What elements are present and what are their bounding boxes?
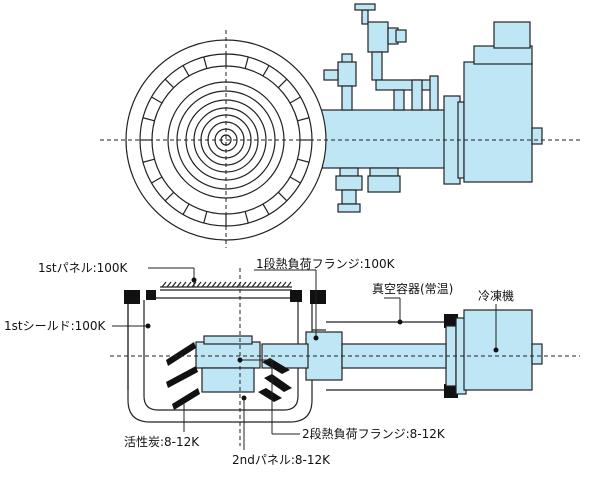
bottom-fittings xyxy=(335,167,401,213)
vessel-flange-left xyxy=(124,290,140,304)
panel-hatch-line xyxy=(241,281,247,288)
panel-hatch-line xyxy=(181,281,187,288)
refrigerator-flange-black-bottom xyxy=(444,384,458,398)
panel-hatch-line xyxy=(221,281,227,288)
label-first-panel: 1stパネル:100K xyxy=(38,261,129,275)
label-refrigerator: 冷凍機 xyxy=(478,288,514,303)
rim-tick xyxy=(142,117,155,122)
rim-tick xyxy=(244,211,249,224)
rim-tick xyxy=(262,65,270,77)
panel-hatch-line xyxy=(226,281,232,288)
top-view xyxy=(100,3,580,248)
panel-hatch-line xyxy=(176,281,182,288)
panel-hatch-line xyxy=(171,281,177,288)
rim-tick xyxy=(164,78,175,89)
rim-tick xyxy=(142,158,155,163)
rim-tick xyxy=(203,56,208,69)
panel-hatch-line xyxy=(206,281,212,288)
rim-tick xyxy=(277,191,288,202)
panel-hatch-line xyxy=(211,281,217,288)
label-first-stage-flange: 1段熱負荷フランジ:100K xyxy=(256,256,396,271)
panel-hatch-line xyxy=(201,281,207,288)
rim-tick xyxy=(182,65,190,77)
vacuum-vessel-outline xyxy=(127,300,313,423)
rim-tick xyxy=(289,96,301,104)
panel-hatch-line xyxy=(231,281,237,288)
rim-tick xyxy=(182,203,190,215)
rim-tick xyxy=(297,117,310,122)
panel-hatch-line xyxy=(251,281,257,288)
rim-tick xyxy=(203,211,208,224)
panel-hatch-line xyxy=(276,281,282,288)
rim-tick xyxy=(244,56,249,69)
label-second-panel: 2ndパネル:8-12K xyxy=(232,453,331,467)
top-valves xyxy=(323,3,439,111)
second-panel xyxy=(201,367,255,393)
panel-hatch-line xyxy=(246,281,252,288)
section-view xyxy=(110,267,580,450)
rim-tick xyxy=(164,191,175,202)
label-second-stage-flange: 2段熱負荷フランジ:8-12K xyxy=(302,426,446,441)
rim-tick xyxy=(151,176,163,184)
rim-tick xyxy=(297,158,310,163)
shield-flange-left xyxy=(146,290,156,300)
refrigerator-stub xyxy=(531,343,543,365)
rim-tick xyxy=(151,96,163,104)
label-vacuum-vessel: 真空容器(常温) xyxy=(372,281,453,296)
top-refrigerator-body xyxy=(463,61,533,183)
panel-hatch-line xyxy=(261,281,267,288)
panel-hatch-line xyxy=(161,281,167,288)
panel-hatch-line xyxy=(216,281,222,288)
panel-hatch-line xyxy=(186,281,192,288)
panel-hatch-line xyxy=(166,281,172,288)
panel-hatch-line xyxy=(281,281,287,288)
label-charcoal: 活性炭:8-12K xyxy=(124,435,200,449)
panel-hatch-line xyxy=(286,281,292,288)
second-stage-cap xyxy=(203,335,253,345)
first-panel xyxy=(160,281,292,291)
label-first-shield: 1stシールド:100K xyxy=(4,319,107,333)
rim-tick xyxy=(262,203,270,215)
panel-hatch-line xyxy=(196,281,202,288)
top-refrigerator-motor xyxy=(473,45,533,65)
first-shield xyxy=(143,300,299,411)
shield-flange-right xyxy=(310,290,326,304)
leader-lines xyxy=(112,267,499,450)
top-refrigerator-knob xyxy=(531,127,543,145)
vessel-flange-right xyxy=(290,290,302,302)
second-stage-flange xyxy=(195,341,261,369)
rim-tick xyxy=(289,176,301,184)
rim-tick xyxy=(277,78,288,89)
panel-hatch-line xyxy=(256,281,262,288)
refrigerator-flange-black-top xyxy=(444,314,458,328)
panel-hatch-line xyxy=(271,281,277,288)
top-refrigerator-cap xyxy=(493,21,531,49)
panel-hatch-line xyxy=(266,281,272,288)
